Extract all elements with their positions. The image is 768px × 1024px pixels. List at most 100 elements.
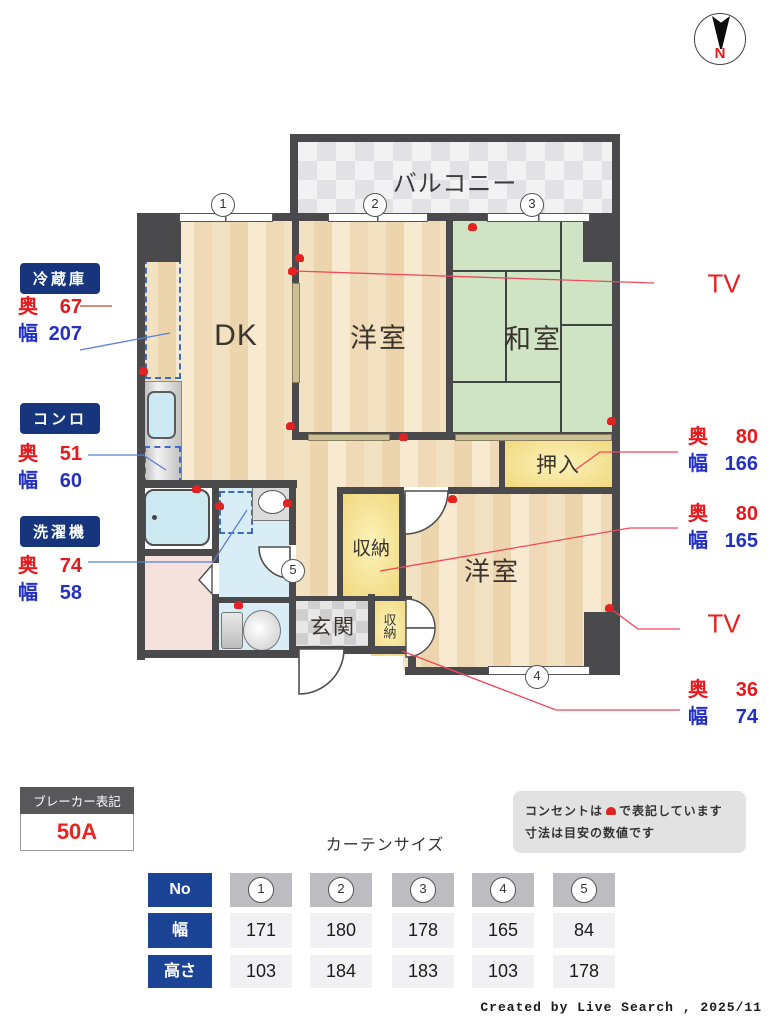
window-num-1: 1: [211, 193, 235, 217]
compass: N: [694, 13, 746, 65]
tv-label-top: TV: [707, 268, 741, 299]
wall-bottom-left: [137, 650, 307, 658]
toilet-bowl: [243, 610, 281, 651]
depth-value: 51: [59, 443, 82, 465]
width-value: 165: [724, 530, 758, 552]
curtain-height-3: 183: [392, 955, 454, 988]
outlet-icon: [606, 807, 617, 815]
room-label-bedroom1: 洋室: [350, 323, 408, 354]
breaker-title: ブレーカー表記: [20, 787, 134, 814]
col-num-circle: 4: [490, 877, 516, 903]
pillar-top-left: [137, 213, 181, 262]
wall-corridor-bottom: [337, 487, 620, 494]
kitchen-sink: [147, 391, 176, 439]
curtain-width-4: 165: [472, 913, 534, 948]
width-value: 207: [48, 323, 82, 345]
stove-space: [144, 446, 181, 484]
width-key: 幅: [18, 582, 38, 604]
curtain-width-1: 171: [230, 913, 292, 948]
note-text: コンセントは: [525, 804, 604, 818]
table-col-header-5: 5: [553, 873, 615, 907]
wall-bedroom1-washitsu: [446, 213, 453, 440]
hallway-floor: [292, 487, 343, 600]
depth-value: 74: [59, 555, 82, 577]
outlet-icon: [605, 604, 614, 612]
fridge-tag: 冷蔵庫: [20, 263, 100, 294]
depth-value: 67: [59, 296, 82, 318]
tatami-line: [505, 272, 507, 382]
wall-oshiire-left: [499, 440, 505, 494]
curtain-width-5: 84: [553, 913, 615, 948]
width-key: 幅: [18, 323, 38, 345]
window-num-2: 2: [363, 193, 387, 217]
curtain-height-1: 103: [230, 955, 292, 988]
outlet-icon: [286, 422, 295, 430]
note-line-1: コンセントは で表記しています: [525, 800, 734, 822]
window-num-4: 4: [525, 665, 549, 689]
door-gap-washroom: [212, 563, 219, 594]
room-label-dk: DK: [214, 319, 258, 352]
breaker-box: ブレーカー表記 50A: [20, 787, 134, 851]
wall-vanity-toilet: [215, 597, 296, 603]
sliding-door-dk-bedroom1: [292, 283, 300, 383]
table-col-header-3: 3: [392, 873, 454, 907]
col-num-circle: 1: [248, 877, 274, 903]
table-row-header-no: No: [148, 873, 212, 907]
tatami-line: [562, 324, 616, 326]
col-num-circle: 3: [410, 877, 436, 903]
tatami-line: [450, 381, 562, 383]
balcony-label: バルコニー: [392, 170, 518, 198]
stove-tag: コンロ: [20, 403, 100, 434]
depth-value: 80: [735, 503, 758, 525]
width-value: 58: [59, 582, 82, 604]
depth-key: 奥: [688, 426, 708, 448]
corridor-floor: [292, 436, 505, 491]
outlet-icon: [215, 502, 224, 510]
depth-key: 奥: [688, 503, 708, 525]
width-key: 幅: [18, 470, 38, 492]
room-label-closet-small: 収納: [381, 613, 397, 639]
depth-key: 奥: [688, 679, 708, 701]
wall-genkan-top: [292, 596, 412, 601]
vanity-basin: [258, 490, 287, 514]
room-label-bedroom2: 洋室: [463, 556, 521, 587]
depth-key: 奥: [18, 296, 38, 318]
outlet-icon: [607, 417, 616, 425]
curtain-table-title: カーテンサイズ: [325, 837, 445, 854]
balcony-floor: [298, 142, 612, 213]
depth-key: 奥: [18, 555, 38, 577]
genkan-floor: [296, 597, 371, 650]
outlet-icon: [468, 223, 477, 231]
toilet-tank: [221, 612, 243, 649]
table-col-header-1: 1: [230, 873, 292, 907]
room-label-genkan: 玄関: [310, 616, 356, 639]
tatami-line: [560, 216, 562, 436]
window-num-5: 5: [281, 559, 305, 583]
table-row-header-width: 幅: [148, 913, 212, 948]
credit-text: Created by Live Search , 2025/11: [480, 1000, 762, 1015]
note-box: コンセントは で表記しています 寸法は目安の数値です: [513, 791, 746, 854]
bathtub-drain: [152, 515, 157, 520]
curtain-width-3: 178: [392, 913, 454, 948]
door-gap-bedroom2: [404, 487, 448, 494]
table-col-header-4: 4: [472, 873, 534, 907]
note-line-2: 寸法は目安の数値です: [525, 826, 656, 841]
window-num-3: 3: [520, 193, 544, 217]
outlet-icon: [295, 254, 304, 262]
compass-north-label: N: [714, 45, 726, 62]
outlet-icon: [399, 433, 408, 441]
note-text: で表記しています: [619, 804, 723, 818]
table-col-header-2: 2: [310, 873, 372, 907]
balcony-wall-top: [290, 134, 620, 142]
outlet-icon: [283, 499, 292, 507]
wall-left: [137, 213, 145, 660]
outlet-icon: [288, 267, 297, 275]
depth-key: 奥: [18, 443, 38, 465]
outlet-icon: [192, 485, 201, 493]
curtain-height-5: 178: [553, 955, 615, 988]
width-value: 74: [735, 706, 758, 728]
